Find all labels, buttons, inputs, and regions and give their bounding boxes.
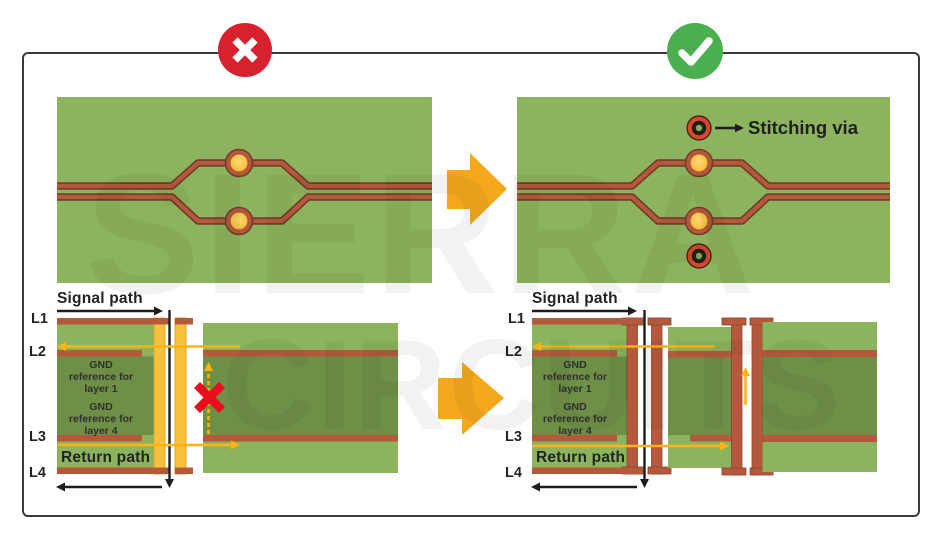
layer-label-l2: L2 bbox=[29, 344, 46, 360]
stitching-via-bottom bbox=[686, 243, 712, 269]
l1-copper-stub bbox=[175, 318, 193, 325]
l1-copper bbox=[57, 318, 169, 325]
l2-copper bbox=[57, 350, 142, 357]
l1-copper bbox=[532, 318, 643, 325]
l3-copper bbox=[762, 435, 877, 442]
right-stackup-piece bbox=[203, 323, 398, 473]
layer-label-l4: L4 bbox=[29, 465, 46, 481]
return-current-arrows bbox=[532, 342, 750, 451]
signal-via-top bbox=[224, 148, 254, 178]
transform-arrow-bottom bbox=[438, 362, 504, 435]
right-stackup-piece bbox=[762, 322, 877, 472]
gnd-ref-layer1-label: GND reference for layer 1 bbox=[542, 359, 608, 395]
l2-copper bbox=[668, 351, 732, 358]
x-glyph bbox=[232, 37, 258, 63]
check-glyph bbox=[678, 37, 713, 66]
l3-copper bbox=[57, 435, 142, 442]
cross-section-without-stitching bbox=[56, 306, 398, 492]
board-top-right-with-stitching bbox=[517, 97, 890, 283]
left-stackup-piece bbox=[57, 318, 155, 474]
signal-via-bottom bbox=[684, 206, 714, 236]
stitching-via-top bbox=[686, 115, 712, 141]
layer-label-l2: L2 bbox=[505, 344, 522, 360]
transform-arrow-top bbox=[447, 153, 507, 225]
l2-copper bbox=[762, 350, 877, 357]
layer-label-l3: L3 bbox=[505, 429, 522, 445]
l4-copper bbox=[532, 467, 643, 474]
right-arrow-icon bbox=[715, 123, 744, 133]
pcb-substrate bbox=[57, 97, 432, 283]
return-path-label: Return path bbox=[536, 449, 626, 466]
signal-path-label: Signal path bbox=[532, 290, 618, 307]
layer-label-l4: L4 bbox=[505, 465, 522, 481]
cross-section-with-stitching bbox=[531, 306, 877, 492]
layer-label-l1: L1 bbox=[508, 311, 525, 327]
l3-copper bbox=[690, 435, 732, 442]
signal-via-top bbox=[684, 148, 714, 178]
signal-via-copper bbox=[621, 317, 672, 475]
l2-copper bbox=[532, 350, 617, 357]
signal-path-arrow bbox=[531, 306, 649, 492]
l2-copper bbox=[203, 350, 398, 357]
l4-copper-stub bbox=[175, 467, 193, 474]
signal-path-arrow bbox=[56, 306, 174, 492]
l4-copper bbox=[57, 467, 169, 474]
red-x-icon bbox=[193, 381, 226, 414]
x-circle-icon bbox=[218, 23, 272, 77]
check-circle-icon bbox=[667, 23, 723, 79]
layer-label-l1: L1 bbox=[31, 311, 48, 327]
stitching-via-label: Stitching via bbox=[748, 117, 858, 138]
signal-path-label: Signal path bbox=[57, 290, 143, 307]
gnd-ref-layer4-label: GND reference for layer 4 bbox=[68, 401, 134, 437]
l3-copper bbox=[532, 435, 617, 442]
left-stackup-piece bbox=[532, 318, 630, 474]
layer-label-l3: L3 bbox=[29, 429, 46, 445]
return-path-label: Return path bbox=[61, 449, 151, 466]
signal-via-bottom bbox=[224, 206, 254, 236]
l3-copper bbox=[203, 435, 398, 442]
gnd-ref-layer1-label: GND reference for layer 1 bbox=[68, 359, 134, 395]
board-top-left-no-stitching bbox=[57, 97, 432, 283]
gnd-ref-layer4-label: GND reference for layer 4 bbox=[542, 401, 608, 437]
